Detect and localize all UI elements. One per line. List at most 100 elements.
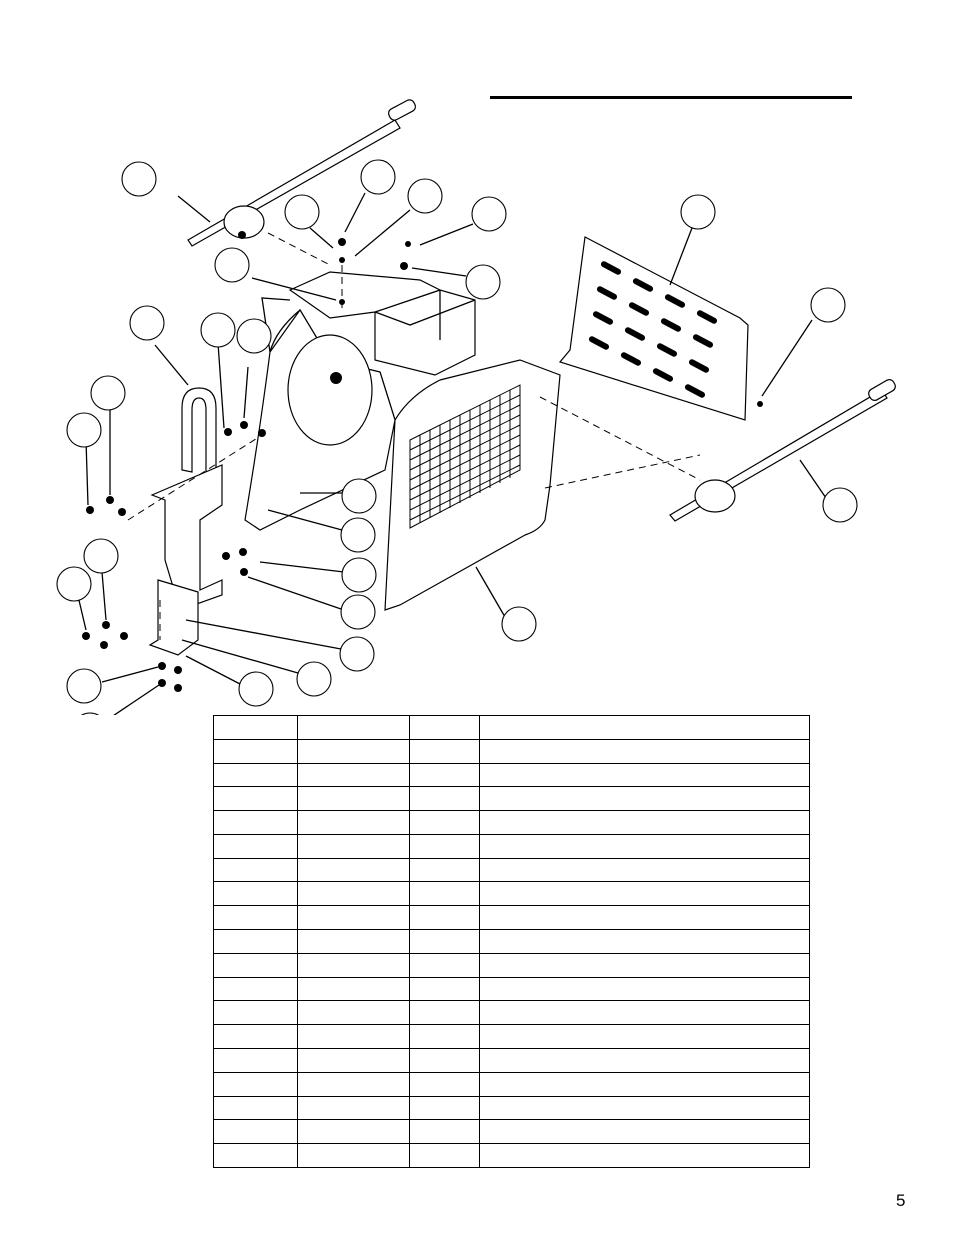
table-cell bbox=[213, 1143, 298, 1168]
table-cell bbox=[479, 762, 810, 788]
table-cell bbox=[213, 905, 298, 931]
table-cell bbox=[297, 1000, 410, 1026]
table-cell bbox=[297, 1047, 410, 1073]
table-cell bbox=[479, 1000, 810, 1026]
table-cell bbox=[213, 1071, 298, 1097]
table-cell bbox=[409, 833, 480, 859]
table-cell bbox=[409, 1071, 480, 1097]
table-row bbox=[213, 857, 810, 883]
table-cell bbox=[479, 786, 810, 812]
table-row bbox=[213, 1000, 810, 1026]
table-row bbox=[213, 715, 810, 740]
table-row bbox=[213, 1024, 810, 1049]
louvered-cover bbox=[558, 236, 749, 421]
table-cell bbox=[409, 1000, 480, 1026]
table-cell bbox=[479, 810, 810, 835]
table-cell bbox=[479, 929, 810, 954]
table-cell bbox=[479, 905, 810, 931]
title-rule bbox=[490, 96, 852, 99]
table-cell bbox=[409, 929, 480, 954]
table-cell bbox=[479, 881, 810, 907]
table-cell bbox=[409, 810, 480, 835]
table-cell bbox=[213, 738, 298, 764]
table-cell bbox=[213, 1000, 298, 1026]
table-cell bbox=[297, 833, 410, 859]
table-cell bbox=[409, 857, 480, 883]
table-row bbox=[213, 1071, 810, 1097]
table-cell bbox=[479, 1095, 810, 1121]
table-row bbox=[213, 762, 810, 788]
parts-list-table bbox=[213, 715, 810, 1168]
table-cell bbox=[213, 857, 298, 883]
table-row bbox=[213, 952, 810, 978]
table-cell bbox=[409, 952, 480, 978]
table-row bbox=[213, 786, 810, 812]
table-row bbox=[213, 1095, 810, 1121]
table-cell bbox=[479, 833, 810, 859]
table-row bbox=[213, 976, 810, 1002]
table-cell bbox=[297, 1143, 410, 1168]
table-cell bbox=[213, 881, 298, 907]
table-cell bbox=[409, 881, 480, 907]
table-cell bbox=[297, 905, 410, 931]
table-row bbox=[213, 1119, 810, 1145]
table-cell bbox=[297, 715, 410, 740]
table-cell bbox=[297, 810, 410, 835]
table-row bbox=[213, 833, 810, 859]
table-cell bbox=[409, 1119, 480, 1145]
table-cell bbox=[409, 786, 480, 812]
table-cell bbox=[409, 1095, 480, 1121]
cover-slots bbox=[588, 261, 718, 398]
top-plate bbox=[288, 271, 442, 319]
table-cell bbox=[409, 976, 480, 1002]
table-cell bbox=[297, 929, 410, 954]
table-cell bbox=[297, 1119, 410, 1145]
table-cell bbox=[297, 1024, 410, 1049]
table-cell bbox=[213, 1119, 298, 1145]
table-row bbox=[213, 810, 810, 835]
foot-bracket bbox=[148, 579, 199, 656]
table-cell bbox=[297, 976, 410, 1002]
table-cell bbox=[213, 762, 298, 788]
table-row bbox=[213, 905, 810, 931]
table-cell bbox=[297, 857, 410, 883]
table-cell bbox=[479, 857, 810, 883]
table-cell bbox=[479, 1071, 810, 1097]
stand-leg bbox=[150, 464, 223, 611]
upper-handle bbox=[187, 99, 417, 247]
callout-circles bbox=[56, 159, 858, 715]
table-row bbox=[213, 1143, 810, 1168]
lower-handle bbox=[669, 379, 896, 522]
table-cell bbox=[213, 833, 298, 859]
table-cell bbox=[213, 786, 298, 812]
leader-lines bbox=[77, 192, 827, 715]
fasteners bbox=[82, 238, 763, 692]
table-cell bbox=[297, 1071, 410, 1097]
table-cell bbox=[409, 1024, 480, 1049]
table-cell bbox=[409, 762, 480, 788]
table-cell bbox=[297, 738, 410, 764]
table-cell bbox=[409, 738, 480, 764]
table-cell bbox=[479, 952, 810, 978]
table-cell bbox=[479, 1143, 810, 1168]
table-cell bbox=[297, 952, 410, 978]
table-cell bbox=[479, 1119, 810, 1145]
table-cell bbox=[213, 929, 298, 954]
table-cell bbox=[479, 738, 810, 764]
table-cell bbox=[409, 1143, 480, 1168]
table-row bbox=[213, 929, 810, 954]
table-cell bbox=[479, 976, 810, 1002]
table-cell bbox=[409, 1047, 480, 1073]
table-row bbox=[213, 881, 810, 907]
page-number: 5 bbox=[896, 1191, 906, 1210]
table-cell bbox=[213, 810, 298, 835]
table-cell bbox=[297, 881, 410, 907]
fan-disc bbox=[287, 334, 373, 446]
table-cell bbox=[479, 1024, 810, 1049]
table-cell bbox=[297, 1095, 410, 1121]
table-cell bbox=[213, 1095, 298, 1121]
table-cell bbox=[213, 1047, 298, 1073]
table-cell bbox=[479, 715, 810, 740]
table-cell bbox=[213, 952, 298, 978]
table-row bbox=[213, 1047, 810, 1073]
